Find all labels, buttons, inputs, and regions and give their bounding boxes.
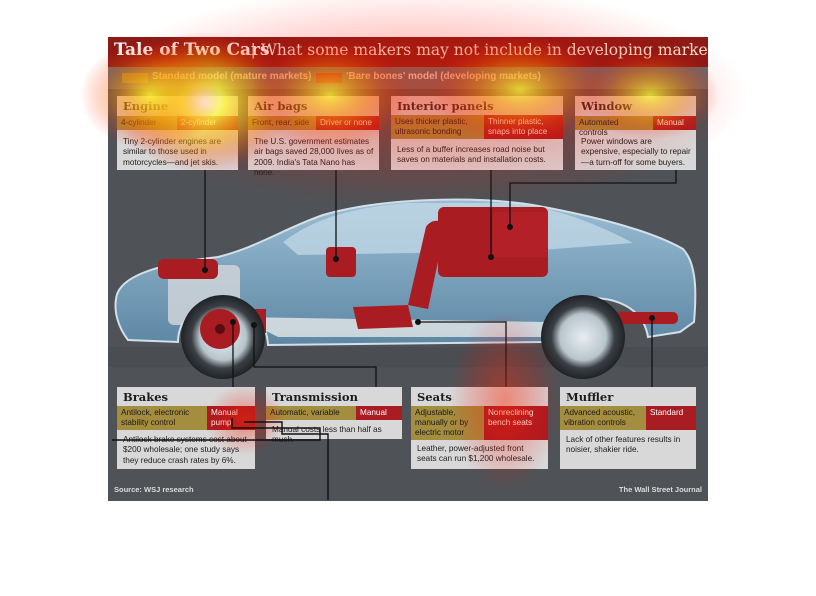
engine-box: Engine 4-cylinder 2-cylinder Tiny 2-cyli… xyxy=(117,96,238,170)
seats-standard: Adjustable, manually or by electric moto… xyxy=(411,406,484,440)
transmission-standard: Automatic, variable xyxy=(266,406,356,420)
transmission-box: Transmission Automatic, variable Manual … xyxy=(266,387,402,444)
muffler-standard: Advanced acoustic, vibration controls xyxy=(560,406,646,430)
seats-bare-bones: Nonreclining bench seats xyxy=(484,406,548,440)
legend: Standard model (mature markets) 'Bare bo… xyxy=(108,67,708,89)
muffler-highlight xyxy=(614,312,678,324)
interior-panels-standard: Uses thicker plastic, ultrasonic bonding xyxy=(391,115,484,139)
interior-panels-box: Interior panels Uses thicker plastic, ul… xyxy=(391,96,563,170)
interior-panels-bare-bones: Thinner plastic, snaps into place xyxy=(484,115,563,139)
seat-highlight xyxy=(353,220,445,329)
publisher-credit: The Wall Street Journal xyxy=(618,485,702,494)
air-bags-note: The U.S. government estimates air bags s… xyxy=(254,137,374,178)
engine-bare-bones: 2-cylinder xyxy=(177,116,238,130)
muffler-box: Muffler Advanced acoustic, vibration con… xyxy=(560,387,696,469)
infographic-panel: Tale of Two Cars | What some makers may … xyxy=(108,37,708,501)
legend-label-standard: Standard model (mature markets) xyxy=(152,71,312,82)
window-box: Window Automated controls Manual Power w… xyxy=(575,96,696,170)
transmission-bare-bones: Manual xyxy=(356,406,402,420)
brakes-standard: Antilock, electronic stability control xyxy=(117,406,207,430)
legend-swatch-bare-bones xyxy=(316,73,342,83)
car-cutaway-diagram xyxy=(108,170,708,387)
window-bare-bones: Manual xyxy=(653,116,696,130)
brakes-heading: Brakes xyxy=(123,390,168,404)
seats-note: Leather, power-adjusted front seats can … xyxy=(417,444,535,464)
engine-standard: 4-cylinder xyxy=(117,116,177,130)
engine-heading: Engine xyxy=(123,99,169,113)
seats-box: Seats Adjustable, manually or by electri… xyxy=(411,387,548,469)
interior-panels-heading: Interior panels xyxy=(397,99,494,113)
engine-highlight xyxy=(158,259,218,279)
muffler-bare-bones: Standard xyxy=(646,406,696,430)
interior-panels-note: Less of a buffer increases road noise bu… xyxy=(397,145,546,165)
air-bags-standard: Front, rear, side xyxy=(248,116,316,130)
window-highlight xyxy=(493,212,548,257)
page-subtitle: What some makers may not include in deve… xyxy=(261,41,708,59)
legend-label-bare-bones: 'Bare bones' model (developing markets) xyxy=(346,71,541,82)
brakes-box: Brakes Antilock, electronic stability co… xyxy=(117,387,255,469)
air-bags-heading: Air bags xyxy=(254,99,308,113)
air-bag-highlight xyxy=(326,247,356,277)
leader-dots xyxy=(202,224,655,328)
brakes-bare-bones: Manual pump xyxy=(207,406,255,430)
rear-wheel xyxy=(541,295,625,379)
muffler-heading: Muffler xyxy=(566,390,614,404)
page-title: Tale of Two Cars xyxy=(114,40,270,60)
window-heading: Window xyxy=(581,99,633,113)
muffler-note: Lack of other features results in noisie… xyxy=(566,435,681,455)
window-standard: Automated controls xyxy=(575,116,653,137)
transmission-note: Manual costs less than half as much. xyxy=(272,425,382,445)
brakes-note: Antilock brake systems cost about $200 w… xyxy=(123,435,247,465)
title-bar: Tale of Two Cars | What some makers may … xyxy=(108,37,708,67)
transmission-heading: Transmission xyxy=(272,390,358,404)
title-separator: | xyxy=(251,40,256,59)
air-bags-bare-bones: Driver or none xyxy=(316,116,379,130)
seats-heading: Seats xyxy=(417,390,452,404)
legend-swatch-standard xyxy=(122,73,148,83)
brake-hub xyxy=(215,324,225,334)
engine-note: Tiny 2-cylinder engines are similar to t… xyxy=(123,137,221,167)
air-bags-box: Air bags Front, rear, side Driver or non… xyxy=(248,96,379,177)
window-note: Power windows are expensive, especially … xyxy=(581,137,691,167)
source-note: Source: WSJ research xyxy=(114,485,194,494)
